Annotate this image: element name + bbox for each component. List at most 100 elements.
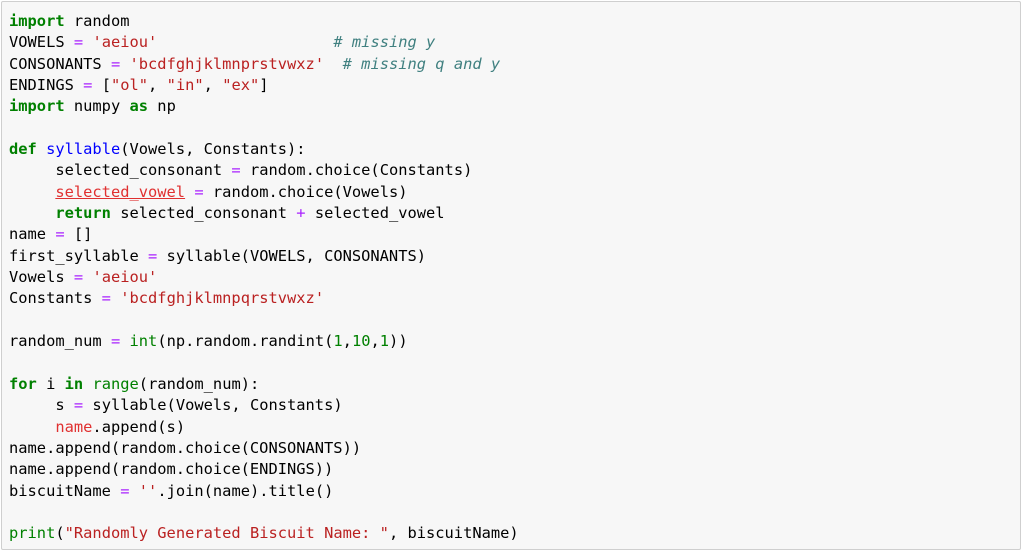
code-token: + <box>296 204 306 223</box>
code-token: selected_consonant <box>110 204 297 223</box>
code-token: biscuitName <box>9 481 121 500</box>
code-line[interactable]: name = [] <box>9 224 519 245</box>
code-token: range <box>92 374 139 393</box>
code-line[interactable]: import random <box>9 11 519 32</box>
code-line[interactable]: def syllable(Vowels, Constants): <box>9 139 519 160</box>
code-line[interactable]: import numpy as np <box>9 96 519 117</box>
code-token: = <box>73 396 84 415</box>
code-token: selected_vowel <box>305 204 445 223</box>
code-line[interactable] <box>9 353 519 374</box>
code-token: 1 <box>379 332 390 351</box>
code-line[interactable]: name.append(random.choice(CONSONANTS)) <box>9 438 519 459</box>
code-token: = <box>194 182 204 201</box>
code-token: def <box>9 140 37 159</box>
code-token <box>120 55 129 73</box>
code-token: _ <box>129 161 139 180</box>
code-token: in <box>64 374 84 393</box>
code-line[interactable]: s = syllable(Vowels, Constants) <box>9 395 519 416</box>
code-token: , <box>342 332 352 351</box>
code-token <box>324 55 343 73</box>
code-token: = <box>120 481 130 500</box>
code-token: CONSONANTS <box>9 54 111 73</box>
code-token: , <box>203 76 223 95</box>
code-line[interactable]: print("Randomly Generated Biscuit Name: … <box>9 523 519 544</box>
code-token: syllable(VOWELS, CONSONANTS) <box>157 246 426 265</box>
code-token: = <box>73 33 84 52</box>
code-token: # missing y <box>333 33 436 52</box>
code-line[interactable]: first_syllable = syllable(VOWELS, CONSON… <box>9 246 519 267</box>
code-token <box>129 482 138 500</box>
code-token <box>37 140 46 158</box>
code-token: = <box>83 76 93 95</box>
code-token: .append(s) <box>92 417 186 436</box>
code-token: first_syllable <box>9 246 148 265</box>
code-token: name <box>55 417 93 436</box>
code-token: consonant <box>138 161 232 180</box>
code-token: s <box>9 396 74 415</box>
code-token: VOWELS <box>9 33 74 52</box>
code-token: 'aeiou' <box>92 268 158 287</box>
code-line[interactable]: return selected_consonant + selected_vow… <box>9 203 519 224</box>
code-line[interactable]: CONSONANTS = 'bcdfghjklmnprstvwxz' # mis… <box>9 54 519 75</box>
code-line[interactable] <box>9 502 519 523</box>
code-token: Vowels <box>9 268 74 287</box>
code-token: ] <box>259 76 269 95</box>
code-line[interactable]: ENDINGS = ["ol", "in", "ex"] <box>9 75 519 96</box>
code-token: selected_vowel <box>55 182 186 201</box>
code-token: print <box>9 524 56 543</box>
code-token: Constants <box>9 289 102 308</box>
code-token: '' <box>138 481 158 500</box>
code-token: i <box>36 374 65 393</box>
code-token: [ <box>92 76 111 95</box>
code-token: (np.random.randint( <box>157 332 334 351</box>
code-token <box>185 183 194 201</box>
code-token: name.append(random.choice(CONSONANTS)) <box>9 438 362 457</box>
code-token: = <box>110 54 121 73</box>
code-token: .join(name).title() <box>157 481 334 500</box>
code-token: "in" <box>166 76 204 95</box>
code-token: , <box>148 76 167 95</box>
code-token: , biscuitName) <box>388 524 519 543</box>
code-token <box>157 33 333 51</box>
code-token: = <box>231 161 241 180</box>
code-token: 10 <box>351 332 371 351</box>
code-token <box>9 418 55 436</box>
code-token <box>9 204 55 222</box>
code-line[interactable]: biscuitName = ''.join(name).title() <box>9 481 519 502</box>
code-line[interactable]: selected_consonant = random.choice(Const… <box>9 160 519 181</box>
code-token <box>111 289 120 307</box>
code-token: 'aeiou' <box>92 33 158 52</box>
code-line[interactable]: selected_vowel = random.choice(Vowels) <box>9 182 519 203</box>
code-line[interactable] <box>9 310 519 331</box>
code-token: numpy <box>64 97 130 116</box>
code-line[interactable]: VOWELS = 'aeiou' # missing y <box>9 32 519 53</box>
code-token: syllable <box>46 140 121 159</box>
code-token: = <box>148 246 158 265</box>
code-token: for <box>9 374 37 393</box>
code-line[interactable]: for i in range(random_num): <box>9 374 519 395</box>
code-token: syllable(Vowels, Constants) <box>83 396 343 415</box>
code-token: = <box>101 289 111 308</box>
code-token: np <box>148 97 176 116</box>
code-token: int <box>129 332 158 351</box>
code-line[interactable] <box>9 118 519 139</box>
code-token: (Vowels, Constants): <box>120 140 306 159</box>
code-token: (random_num): <box>138 374 260 393</box>
code-line[interactable]: name.append(random.choice(ENDINGS)) <box>9 459 519 480</box>
code-token: ENDINGS <box>9 76 84 95</box>
code-token: = <box>73 268 84 287</box>
code-token: 'bcdfghjklmnprstvwxz' <box>129 54 325 73</box>
code-line[interactable]: random_num = int(np.random.randint(1,10,… <box>9 331 519 352</box>
code-token: import <box>9 12 65 30</box>
code-line[interactable]: Constants = 'bcdfghjklmnpqrstvwxz' <box>9 288 519 309</box>
code-line[interactable]: Vowels = 'aeiou' <box>9 267 519 288</box>
code-token: selected <box>9 161 130 180</box>
code-token: random.choice(Constants) <box>240 161 473 180</box>
code-line[interactable]: name.append(s) <box>9 417 519 438</box>
code-token: "Randomly Generated Biscuit Name: " <box>64 524 389 543</box>
code-token: ( <box>55 524 65 543</box>
code-token: name <box>9 225 56 244</box>
code-token: random_num <box>9 332 111 351</box>
